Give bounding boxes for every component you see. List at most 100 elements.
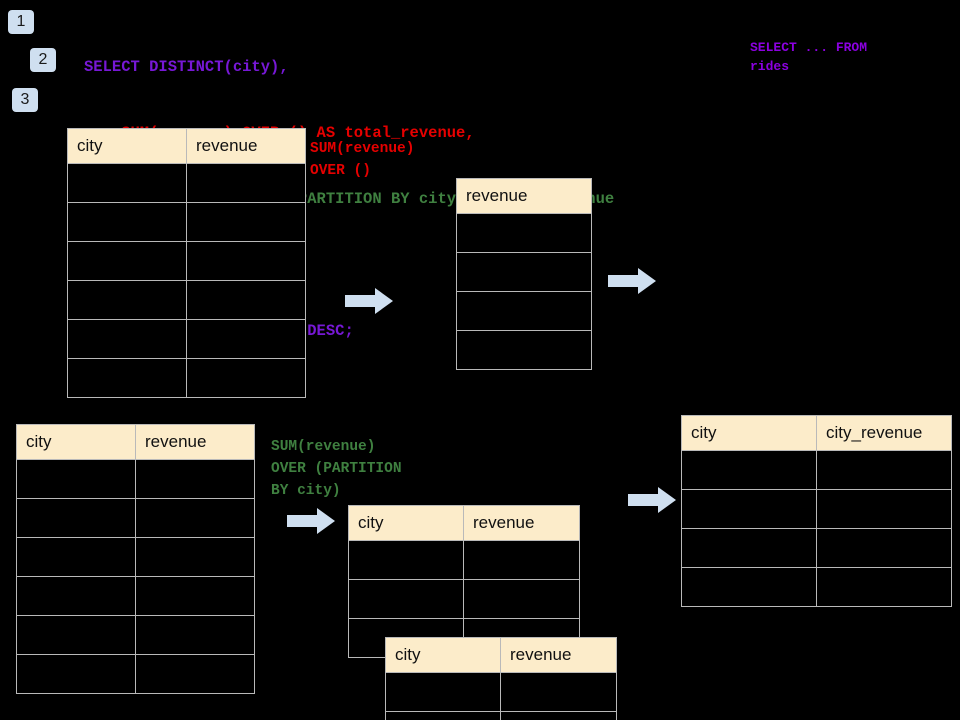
annotation-sum-over-partition: SUM(revenue) OVER (PARTITION BY city) — [271, 439, 402, 499]
cell — [456, 213, 592, 253]
cell — [135, 459, 255, 499]
cell — [67, 358, 187, 398]
cell — [681, 528, 817, 568]
table-partition-back: city revenue — [348, 505, 580, 658]
cell — [16, 498, 136, 538]
cell — [385, 711, 501, 720]
column-header-revenue: revenue — [456, 178, 592, 214]
cell — [348, 579, 464, 619]
cell — [16, 537, 136, 577]
cell — [681, 489, 817, 529]
cell — [186, 241, 306, 281]
cell — [186, 163, 306, 203]
cell — [186, 319, 306, 359]
cell — [135, 654, 255, 694]
table-row — [67, 202, 306, 242]
table-row — [681, 567, 952, 607]
table-header-row: city city_revenue — [681, 415, 952, 451]
arrow-right-icon-4 — [628, 487, 676, 513]
cell — [16, 654, 136, 694]
table-row — [385, 711, 617, 720]
table-row — [16, 576, 255, 616]
sql-line-1: SELECT DISTINCT(city), — [84, 58, 289, 76]
table-row — [67, 280, 306, 320]
cell — [16, 576, 136, 616]
column-header-city: city — [385, 637, 501, 673]
table-header-row: city revenue — [67, 128, 306, 164]
cell — [816, 450, 952, 490]
column-header-revenue: revenue — [135, 424, 255, 460]
step-badge-1: 1 — [8, 10, 34, 34]
step-badge-3: 3 — [12, 88, 38, 112]
table-row — [456, 252, 592, 292]
arrow-right-icon-1 — [345, 288, 393, 314]
column-header-revenue: revenue — [186, 128, 306, 164]
arrow-right-icon-2 — [608, 268, 656, 294]
table-rides-top: city revenue — [67, 128, 306, 398]
step-badge-2: 2 — [30, 48, 56, 72]
column-header-city: city — [681, 415, 817, 451]
cell — [456, 291, 592, 331]
cell — [135, 498, 255, 538]
table-row — [456, 213, 592, 253]
cell — [385, 672, 501, 712]
table-row — [16, 498, 255, 538]
table-header-row: city revenue — [348, 505, 580, 541]
cell — [816, 489, 952, 529]
cell — [348, 540, 464, 580]
table-row — [456, 330, 592, 370]
cell — [456, 252, 592, 292]
table-rides-bottom: city revenue — [16, 424, 255, 694]
cell — [681, 567, 817, 607]
column-header-city: city — [67, 128, 187, 164]
cell — [67, 280, 187, 320]
cell — [16, 615, 136, 655]
cell — [135, 576, 255, 616]
cell — [67, 319, 187, 359]
table-row — [16, 459, 255, 499]
arrow-right-icon-3 — [287, 508, 335, 534]
cell — [816, 567, 952, 607]
table-row — [348, 579, 580, 619]
table-row — [681, 450, 952, 490]
select-from-rides-note: SELECT ... FROM rides — [750, 40, 868, 74]
table-partition-front: city revenue — [385, 637, 617, 720]
table-row — [67, 163, 306, 203]
cell — [500, 672, 617, 712]
cell — [135, 615, 255, 655]
column-header-city: city — [348, 505, 464, 541]
cell — [463, 540, 580, 580]
annotation-sum-over-empty: SUM(revenue) OVER () — [310, 141, 415, 179]
table-row — [681, 489, 952, 529]
table-row — [456, 291, 592, 331]
table-row — [348, 540, 580, 580]
cell — [186, 280, 306, 320]
cell — [463, 579, 580, 619]
table-row — [67, 241, 306, 281]
table-header-row: city revenue — [16, 424, 255, 460]
cell — [186, 202, 306, 242]
table-header-row: city revenue — [385, 637, 617, 673]
cell — [681, 450, 817, 490]
column-header-revenue: revenue — [463, 505, 580, 541]
cell — [186, 358, 306, 398]
table-row — [16, 654, 255, 694]
table-row — [16, 537, 255, 577]
table-row — [67, 319, 306, 359]
table-row — [681, 528, 952, 568]
cell — [500, 711, 617, 720]
table-row — [385, 672, 617, 712]
table-row — [67, 358, 306, 398]
cell — [456, 330, 592, 370]
cell — [67, 241, 187, 281]
table-row — [16, 615, 255, 655]
cell — [816, 528, 952, 568]
table-header-row: revenue — [456, 178, 592, 214]
table-result: city city_revenue — [681, 415, 952, 607]
cell — [16, 459, 136, 499]
table-total-revenue: revenue — [456, 178, 592, 370]
cell — [67, 163, 187, 203]
cell — [135, 537, 255, 577]
column-header-city: city — [16, 424, 136, 460]
